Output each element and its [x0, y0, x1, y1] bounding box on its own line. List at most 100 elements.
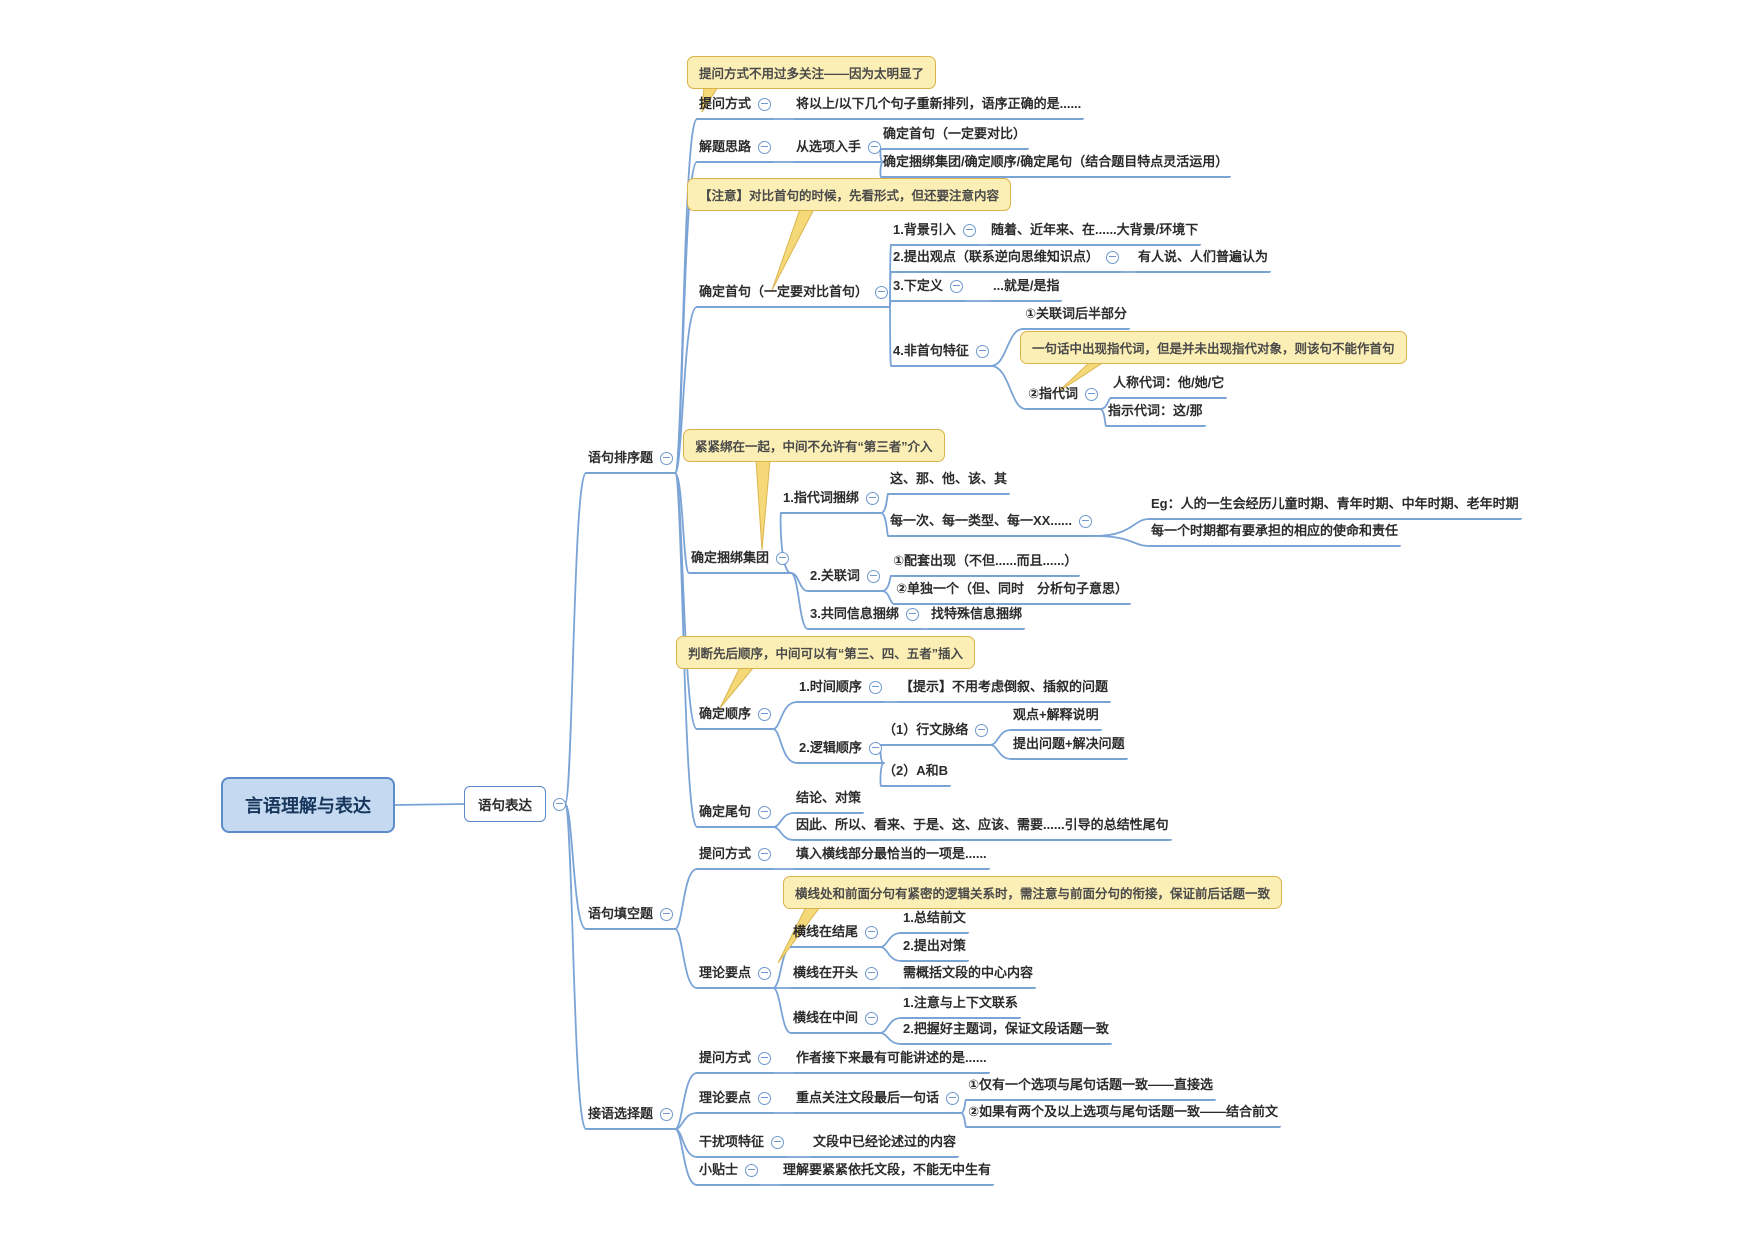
text-personal-pronouns[interactable]: 人称代词：他/她/它 [1110, 375, 1228, 399]
node-determine-first-sentence[interactable]: 确定首句（一定要对比首句） [696, 284, 892, 308]
collapse-icon[interactable] [865, 1011, 879, 1025]
text-summarize-前文[interactable]: 1.总结前文 [900, 910, 969, 934]
node-distractor-features[interactable]: 干扰项特征 [696, 1134, 788, 1158]
text-example-duty[interactable]: 每一个时期都有要承担的相应的使命和责任 [1148, 523, 1402, 547]
node-every-pattern[interactable]: 每一次、每一类型、每一XX...... [887, 513, 1096, 537]
node-determine-binding-group[interactable]: 确定捆绑集团 [688, 550, 793, 574]
node-next-sentence-questions[interactable]: 接语选择题 [585, 1106, 677, 1130]
collapse-icon[interactable] [660, 1107, 674, 1121]
text-flexible-steps[interactable]: 确定捆绑集团/确定顺序/确定尾句（结合题目特点灵活运用） [880, 154, 1232, 178]
collapse-icon[interactable] [745, 1163, 759, 1177]
collapse-icon[interactable] [758, 966, 772, 980]
collapse-icon[interactable] [660, 907, 674, 921]
node-conjunctions[interactable]: 2.关联词 [807, 568, 883, 592]
node-question-format[interactable]: 提问方式 [696, 1050, 775, 1074]
node-time-order[interactable]: 1.时间顺序 [796, 679, 885, 703]
text-problem-plus-solution[interactable]: 提出问题+解决问题 [1010, 736, 1128, 760]
node-tip[interactable]: 小贴士 [696, 1162, 762, 1186]
text-a-and-b[interactable]: （2）A和B [880, 763, 952, 787]
collapse-icon[interactable] [868, 741, 882, 755]
collapse-icon[interactable] [865, 925, 879, 939]
text-view-plus-explain[interactable]: 观点+解释说明 [1010, 707, 1102, 731]
node-determine-last-sentence[interactable]: 确定尾句 [696, 804, 775, 828]
collapse-icon[interactable] [771, 1135, 785, 1149]
callout-theory-note[interactable]: 横线处和前面分句有紧密的逻辑关系时，需注意与前面分句的衔接，保证前后话题一致 [783, 876, 1283, 909]
collapse-icon[interactable] [866, 569, 880, 583]
node-blank-at-start[interactable]: 横线在开头 [790, 965, 882, 989]
callout-binding-note[interactable]: 紧紧绑在一起，中间不允许有“第三者”介入 [683, 429, 945, 462]
collapse-icon[interactable] [758, 1051, 772, 1065]
callout-pronoun-note[interactable]: 一句话中出现指代词，但是并未出现指代对象，则该句不能作首句 [1020, 331, 1407, 364]
text-question-format[interactable]: 将以上/以下几个句子重新排列，语序正确的是...... [793, 96, 1085, 120]
collapse-icon[interactable] [868, 680, 882, 694]
collapse-icon[interactable] [962, 223, 976, 237]
collapse-icon[interactable] [975, 723, 989, 737]
collapse-icon[interactable] [758, 805, 772, 819]
text-paired-conjunctions[interactable]: ①配套出现（不但......而且......） [890, 553, 1081, 577]
text-background-intro[interactable]: 随着、近年来、在......大背景/环境下 [988, 222, 1202, 246]
text-topic-word[interactable]: 2.把握好主题词，保证文段话题一致 [900, 1021, 1112, 1045]
node-determine-order[interactable]: 确定顺序 [696, 706, 775, 730]
text-compare-first-sentence[interactable]: 确定首句（一定要对比） [880, 126, 1030, 150]
node-sort-questions[interactable]: 语句排序题 [585, 450, 677, 474]
text-example-life-periods[interactable]: Eg：人的一生会经历儿童时期、青年时期、中年时期、老年时期 [1148, 496, 1522, 520]
collapse-icon[interactable] [758, 97, 772, 111]
node-logic-order[interactable]: 2.逻辑顺序 [796, 740, 885, 764]
collapse-icon[interactable] [975, 344, 989, 358]
node-solving-approach[interactable]: 解题思路 [696, 139, 775, 163]
collapse-icon[interactable] [758, 140, 772, 154]
text-question-format[interactable]: 填入横线部分最恰当的一项是...... [793, 846, 990, 870]
text-single-conjunction[interactable]: ②单独一个（但、同时 分析句子意思） [893, 581, 1132, 605]
text-demonstrative-pronouns[interactable]: 指示代词：这/那 [1105, 403, 1206, 427]
text-common-info-binding[interactable]: 找特殊信息捆绑 [928, 606, 1026, 630]
node-pronoun-binding[interactable]: 1.指代词捆绑 [780, 490, 882, 514]
node-background-intro[interactable]: 1.背景引入 [890, 222, 979, 246]
node-theory-points[interactable]: 理论要点 [696, 1090, 775, 1114]
text-single-option-match[interactable]: ①仅有一个选项与尾句话题一致——直接选 [965, 1077, 1217, 1101]
collapse-icon[interactable] [776, 551, 790, 565]
collapse-icon[interactable] [660, 451, 674, 465]
collapse-icon[interactable] [946, 1091, 960, 1105]
text-time-order-hint[interactable]: 【提示】不用考虑倒叙、插叙的问题 [897, 679, 1112, 703]
text-tip[interactable]: 理解要紧紧依托文段，不能无中生有 [780, 1162, 995, 1186]
text-definition[interactable]: ...就是/是指 [990, 278, 1063, 302]
node-central-topic[interactable]: 言语理解与表达 [221, 777, 395, 833]
node-fill-blank-questions[interactable]: 语句填空题 [585, 906, 677, 930]
text-distractor-features[interactable]: 文段中已经论述过的内容 [810, 1134, 960, 1158]
collapse-icon[interactable] [1079, 514, 1093, 528]
text-conclusion-strategy[interactable]: 结论、对策 [793, 790, 865, 814]
callout-first-sentence-note[interactable]: 【注意】对比首句的时候，先看形式，但还要注意内容 [687, 178, 1012, 211]
collapse-icon[interactable] [868, 140, 882, 154]
collapse-icon[interactable] [758, 847, 772, 861]
node-question-format[interactable]: 提问方式 [696, 846, 775, 870]
node-common-info-binding[interactable]: 3.共同信息捆绑 [807, 606, 922, 630]
collapse-icon[interactable] [905, 607, 919, 621]
collapse-icon[interactable] [865, 491, 879, 505]
node-writing-structure[interactable]: （1）行文脉络 [880, 722, 992, 746]
text-propose-strategy[interactable]: 2.提出对策 [900, 938, 969, 962]
collapse-icon[interactable] [949, 279, 963, 293]
text-context-link[interactable]: 1.注意与上下文联系 [900, 995, 1021, 1019]
node-blank-in-middle[interactable]: 横线在中间 [790, 1010, 882, 1034]
text-multiple-option-match[interactable]: ②如果有两个及以上选项与尾句话题一致——结合前文 [965, 1104, 1282, 1128]
callout-question-format-note[interactable]: 提问方式不用过多关注——因为太明显了 [687, 56, 937, 89]
collapse-icon[interactable] [875, 285, 889, 299]
node-question-format[interactable]: 提问方式 [696, 96, 775, 120]
node-focus-last-sentence[interactable]: 重点关注文段最后一句话 [793, 1090, 963, 1114]
collapse-icon[interactable] [1105, 250, 1119, 264]
text-propose-viewpoint[interactable]: 有人说、人们普遍认为 [1135, 249, 1272, 273]
collapse-icon[interactable] [553, 797, 566, 811]
callout-order-note[interactable]: 判断先后顺序，中间可以有“第三、四、五者”插入 [676, 636, 976, 669]
node-start-from-options[interactable]: 从选项入手 [793, 139, 885, 163]
node-blank-at-end[interactable]: 横线在结尾 [790, 924, 882, 948]
text-question-format[interactable]: 作者接下来最有可能讲述的是...... [793, 1050, 990, 1074]
node-definition[interactable]: 3.下定义 [890, 278, 966, 302]
node-non-first-features[interactable]: 4.非首句特征 [890, 343, 992, 367]
node-pronouns[interactable]: ②指代词 [1025, 386, 1102, 410]
text-summary-tail-words[interactable]: 因此、所以、看来、于是、这、应该、需要......引导的总结性尾句 [793, 817, 1172, 841]
node-theory-points[interactable]: 理论要点 [696, 965, 775, 989]
node-propose-viewpoint[interactable]: 2.提出观点（联系逆向思维知识点） [890, 249, 1122, 273]
text-pronoun-examples[interactable]: 这、那、他、该、其 [887, 471, 1011, 495]
text-conjunction-second-half[interactable]: ①关联词后半部分 [1022, 306, 1131, 330]
node-sentence-expression[interactable]: 语句表达 [464, 786, 566, 822]
